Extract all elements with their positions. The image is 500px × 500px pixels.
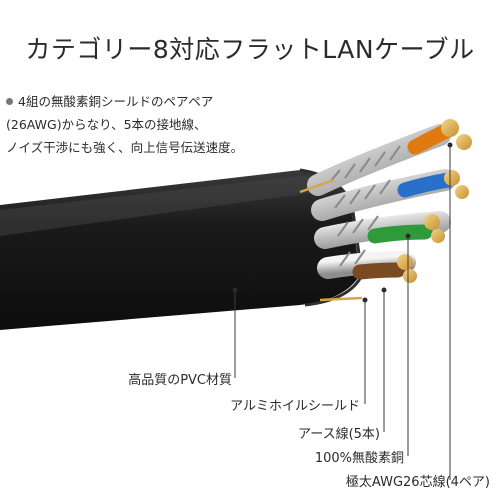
description-text-1: 4組の無酸素銅シールドのペアペア xyxy=(18,94,214,109)
pair-blue xyxy=(311,169,469,221)
description-line: (26AWG)からなり、5本の接地線、 xyxy=(6,117,207,132)
label-pvc-jacket: 高品質のPVC材質 xyxy=(128,373,232,388)
label-conductor: 極太AWG26芯線(4ペア) xyxy=(345,475,490,490)
description-line: 4組の無酸素銅シールドのペアペア xyxy=(6,90,243,113)
bullet-dot-icon xyxy=(6,98,13,105)
leader-lines xyxy=(234,145,451,480)
pvc-jacket xyxy=(0,170,360,330)
page-title: カテゴリー8対応フラットLANケーブル xyxy=(25,35,475,64)
label-earth-wire: アース線(5本) xyxy=(298,427,380,442)
leader-dots xyxy=(232,142,453,303)
label-copper: 100%無酸素銅 xyxy=(314,451,404,466)
pair-brown xyxy=(317,249,417,283)
label-foil-shield: アルミホイルシールド xyxy=(230,399,360,414)
feature-description: 4組の無酸素銅シールドのペアペア (26AWG)からなり、5本の接地線、 ノイズ… xyxy=(6,90,243,159)
description-line: ノイズ干渉にも強く、向上信号伝送速度。 xyxy=(6,140,244,155)
pair-orange xyxy=(307,119,472,196)
jacket-highlight xyxy=(0,176,332,236)
pair-green xyxy=(314,211,451,249)
earth-wires xyxy=(299,178,363,302)
